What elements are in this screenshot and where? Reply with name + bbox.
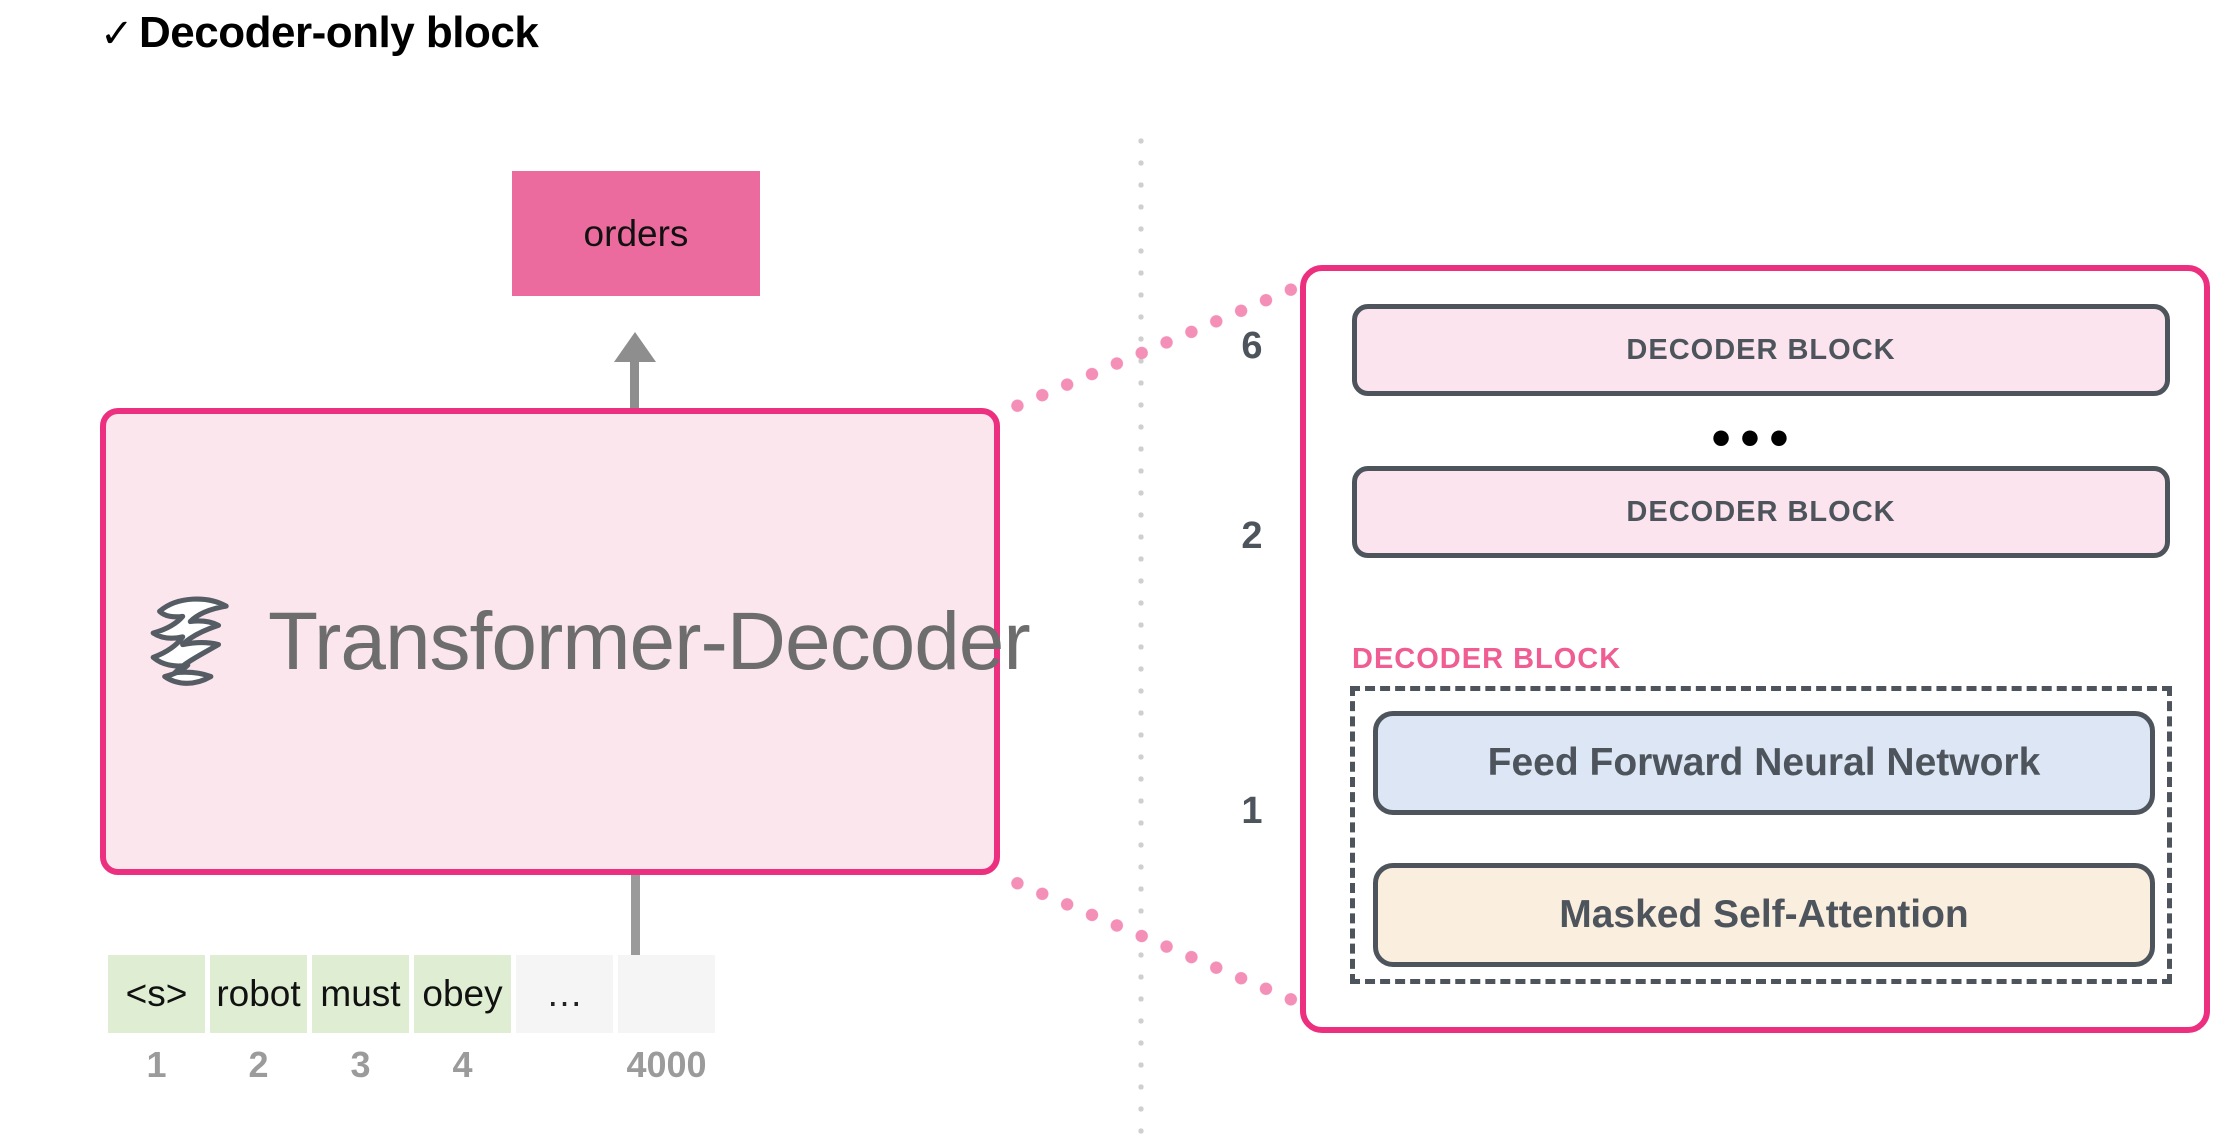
decoder-block-chip-middle: DECODER BLOCK (1352, 466, 2170, 558)
arrow-up-shaft (630, 345, 639, 413)
token-index: 4 (452, 1044, 473, 1085)
decoder-stack-panel: DECODER BLOCK ••• DECODER BLOCK DECODER … (1300, 265, 2210, 1033)
token-index: 4000 (626, 1044, 707, 1085)
masked-self-attention-label: Masked Self-Attention (1559, 893, 1969, 936)
token-label: obey (422, 973, 503, 1014)
transformer-bird-logo-icon (134, 578, 262, 706)
token-cell: robot (210, 955, 307, 1033)
expanded-decoder-block-group: Feed Forward Neural Network Masked Self-… (1350, 686, 2172, 984)
token-label: must (320, 973, 401, 1014)
output-token-box: orders (512, 171, 760, 296)
token-cell: <s> (108, 955, 205, 1033)
token-label: <s> (125, 973, 188, 1014)
token-label: robot (216, 973, 301, 1014)
stack-number-2: 2 (1241, 515, 1263, 557)
token-index: 2 (248, 1044, 269, 1085)
transformer-decoder-box: Transformer-Decoder (100, 408, 1031, 875)
decoder-block-chip-top: DECODER BLOCK (1352, 304, 2170, 396)
vertical-connector-icon (631, 875, 640, 956)
feed-forward-label: Feed Forward Neural Network (1487, 741, 2041, 784)
token-index (516, 1044, 613, 1086)
token-index: 1 (146, 1044, 167, 1085)
token-label: … (546, 973, 583, 1014)
checkmark-icon: ✓ (100, 12, 134, 56)
stack-ellipsis: ••• (1711, 408, 1799, 468)
stack-number-1: 1 (1241, 790, 1263, 832)
token-cell: obey (414, 955, 511, 1033)
stack-number-6: 6 (1241, 325, 1263, 367)
page-title-text: Decoder-only block (139, 8, 539, 57)
token-cell (618, 955, 715, 1033)
expanded-block-caption: DECODER BLOCK (1352, 643, 1622, 675)
token-cell: must (312, 955, 409, 1033)
left-diagram: orders Transformer-Decoder <s> robot mus… (100, 171, 1031, 1086)
output-token-label: orders (583, 212, 689, 254)
token-index: 3 (350, 1044, 371, 1085)
section-divider (1138, 130, 1144, 1136)
token-index-strip: 1 2 3 4 4000 (108, 1044, 715, 1086)
masked-self-attention-box: Masked Self-Attention (1373, 863, 2155, 967)
feed-forward-box: Feed Forward Neural Network (1373, 711, 2155, 815)
input-token-strip: <s> robot must obey … (108, 955, 715, 1033)
page-title: ✓Decoder-only block (100, 8, 539, 58)
decoder-block-label: DECODER BLOCK (1626, 333, 1896, 366)
decoder-block-label: DECODER BLOCK (1626, 495, 1896, 528)
token-cell: … (516, 955, 613, 1033)
model-name-label: Transformer-Decoder (268, 595, 1031, 687)
